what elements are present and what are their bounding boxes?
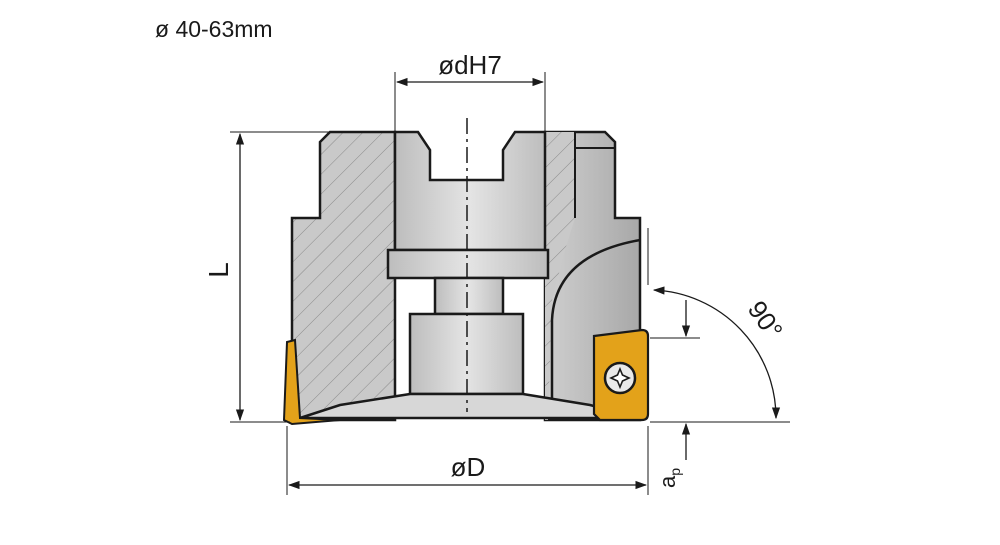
- central-bore: [299, 130, 641, 420]
- length-label: L: [203, 262, 234, 278]
- right-insert: [592, 328, 650, 422]
- outer-diameter-label: øD: [451, 452, 486, 482]
- depth-subscript: p: [667, 468, 683, 476]
- diagram-title: ø 40-63mm: [155, 16, 273, 42]
- depth-label: a: [655, 475, 680, 488]
- angle-label: 90°: [742, 295, 789, 344]
- angle-dimension: 90°: [647, 228, 789, 420]
- left-insert: [282, 338, 341, 426]
- length-dimension: L: [203, 131, 330, 423]
- outer-diameter-dimension: øD: [286, 426, 649, 495]
- svg-text:ap: ap: [655, 468, 683, 488]
- bore-diameter-label: ødH7: [438, 50, 502, 80]
- bore-diameter-dimension: ødH7: [394, 50, 546, 132]
